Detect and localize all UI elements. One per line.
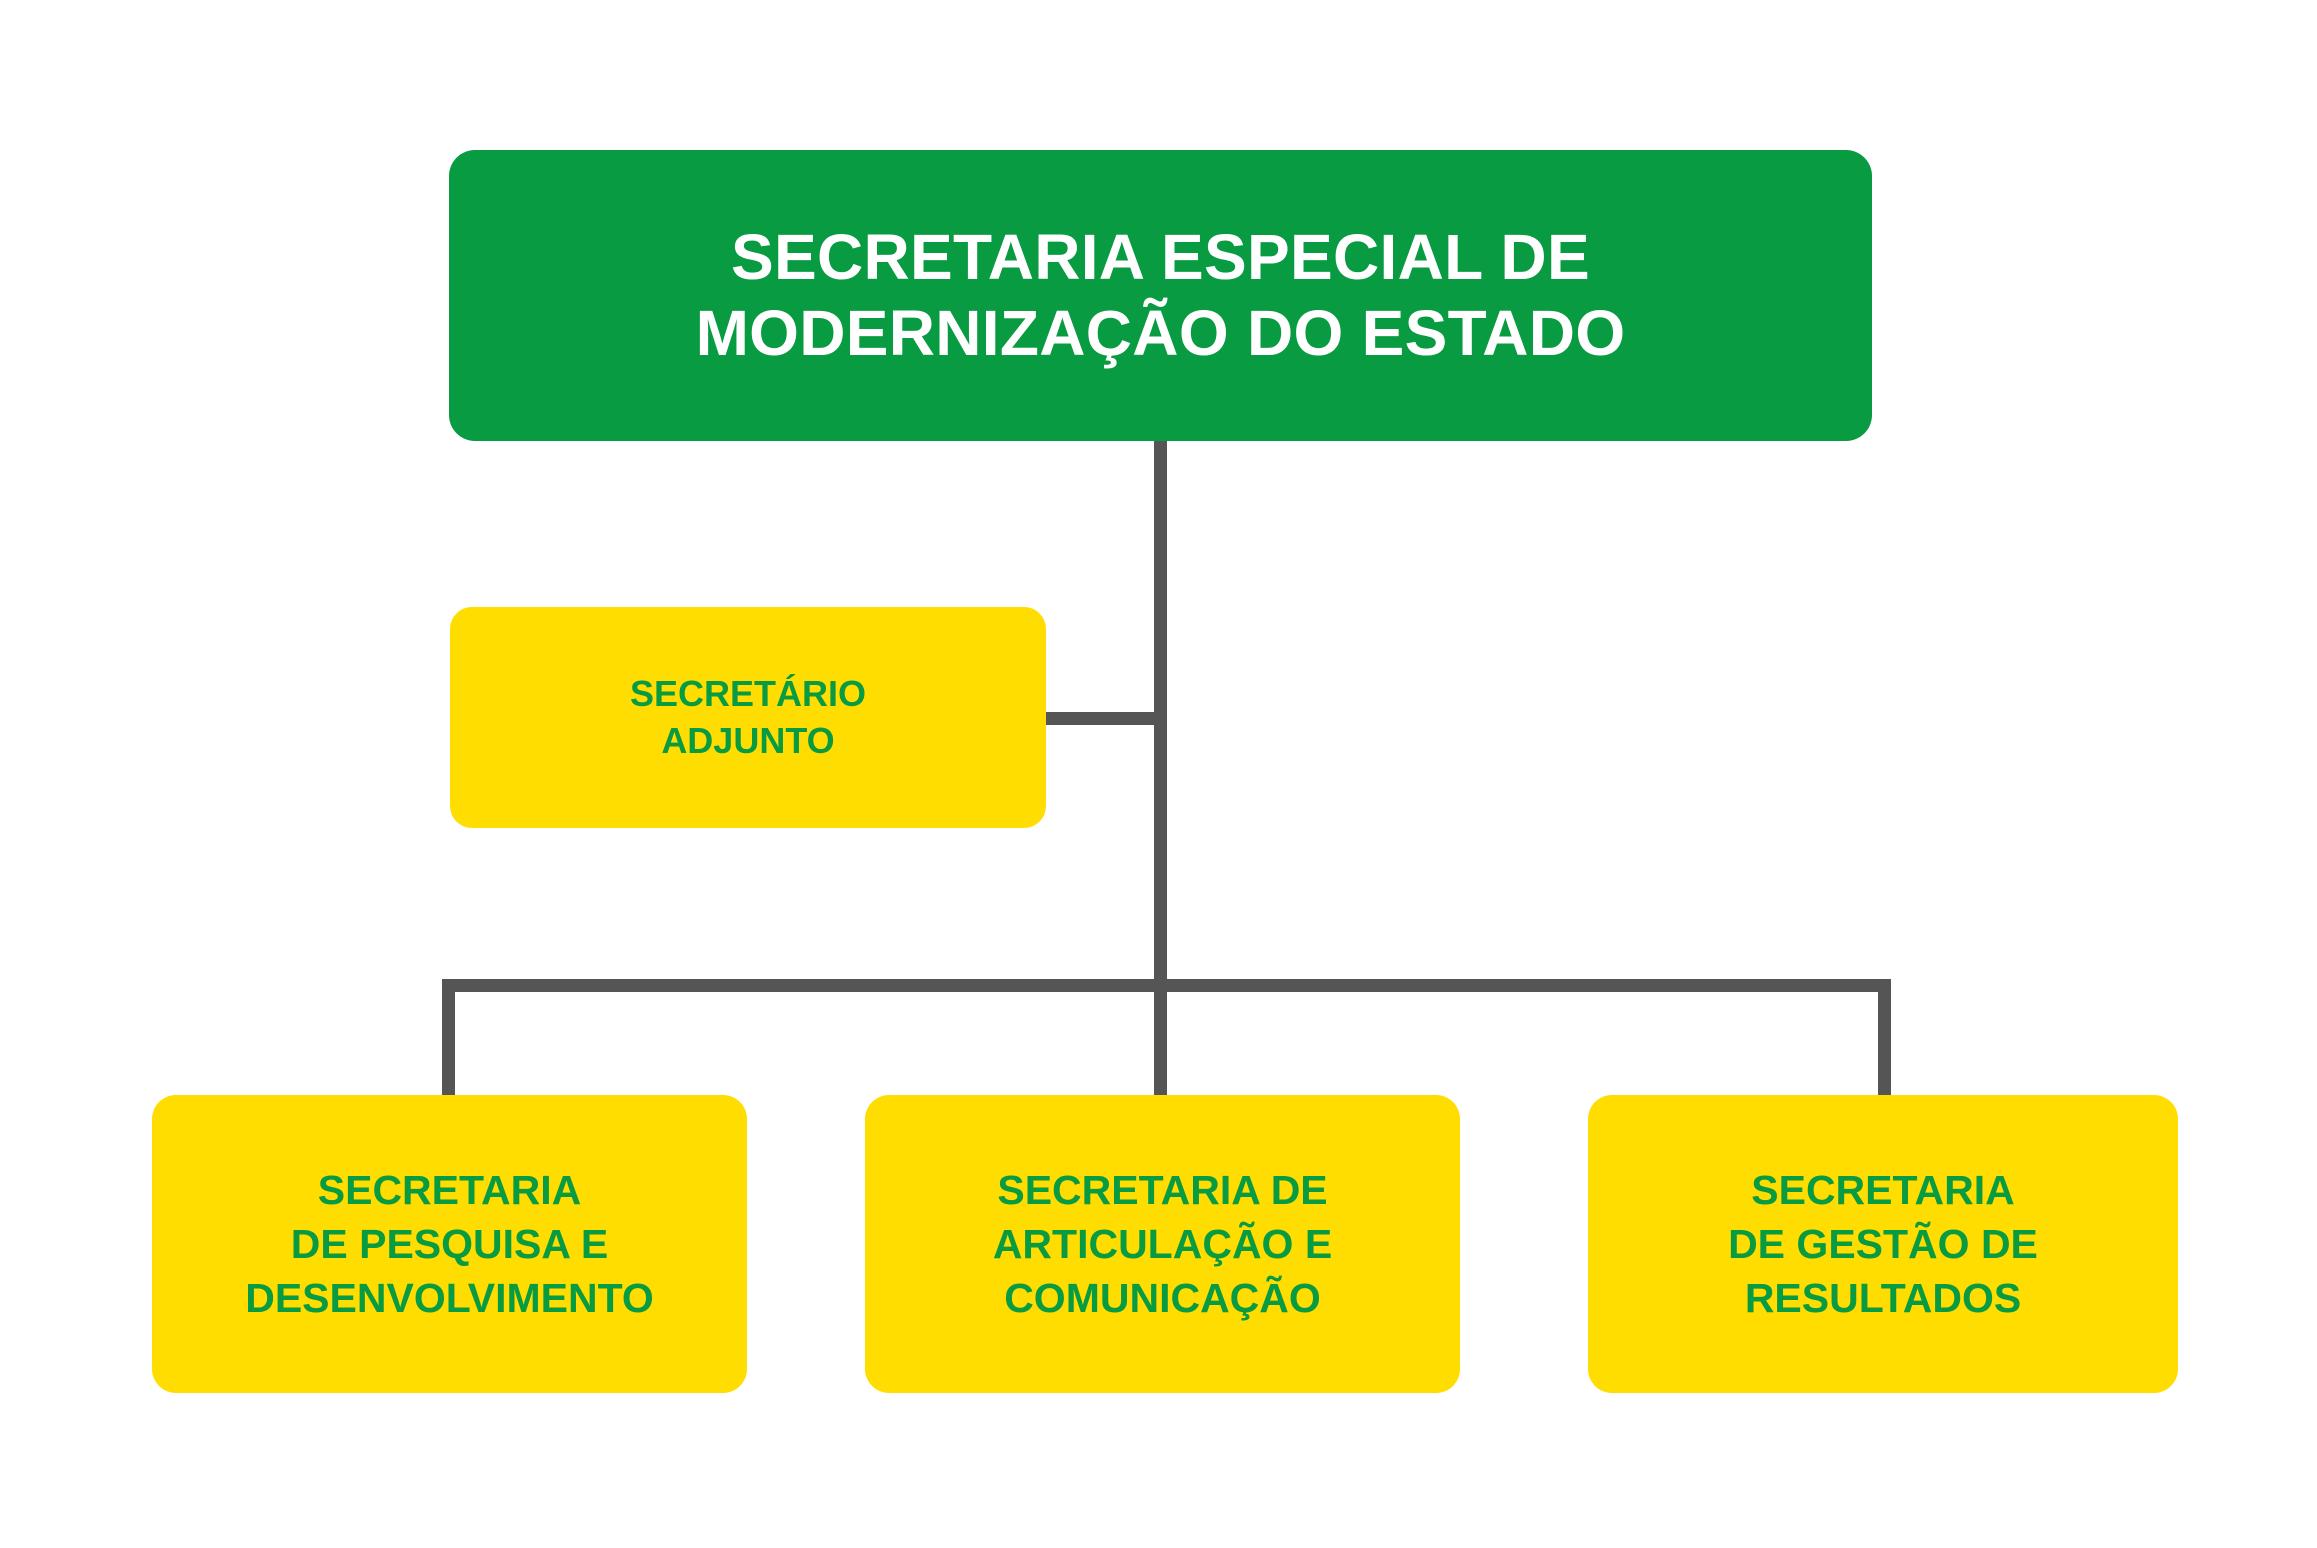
org-node-root[interactable]: SECRETARIA ESPECIAL DE MODERNIZAÇÃO DO E… xyxy=(449,150,1872,441)
org-node-deputy-secretary[interactable]: SECRETÁRIO ADJUNTO xyxy=(450,607,1046,828)
org-node-results-management[interactable]: SECRETARIA DE GESTÃO DE RESULTADOS xyxy=(1588,1095,2178,1393)
org-node-root-label: SECRETARIA ESPECIAL DE MODERNIZAÇÃO DO E… xyxy=(695,220,1626,369)
org-node-research-development[interactable]: SECRETARIA DE PESQUISA E DESENVOLVIMENTO xyxy=(152,1095,747,1393)
connector-deputy-stub xyxy=(1045,712,1160,725)
connector-root-to-branch-trunk xyxy=(1154,440,1167,992)
connector-drop-to-child-0 xyxy=(442,979,455,1099)
connector-drop-to-child-1 xyxy=(1154,979,1167,1099)
org-node-results-management-label: SECRETARIA DE GESTÃO DE RESULTADOS xyxy=(1728,1166,2038,1322)
org-node-articulation-communication-label: SECRETARIA DE ARTICULAÇÃO E COMUNICAÇÃO xyxy=(992,1166,1333,1322)
connector-drop-to-child-2 xyxy=(1878,979,1891,1099)
org-node-research-development-label: SECRETARIA DE PESQUISA E DESENVOLVIMENTO xyxy=(245,1166,654,1322)
org-node-articulation-communication[interactable]: SECRETARIA DE ARTICULAÇÃO E COMUNICAÇÃO xyxy=(865,1095,1460,1393)
org-node-deputy-secretary-label: SECRETÁRIO ADJUNTO xyxy=(629,673,867,761)
